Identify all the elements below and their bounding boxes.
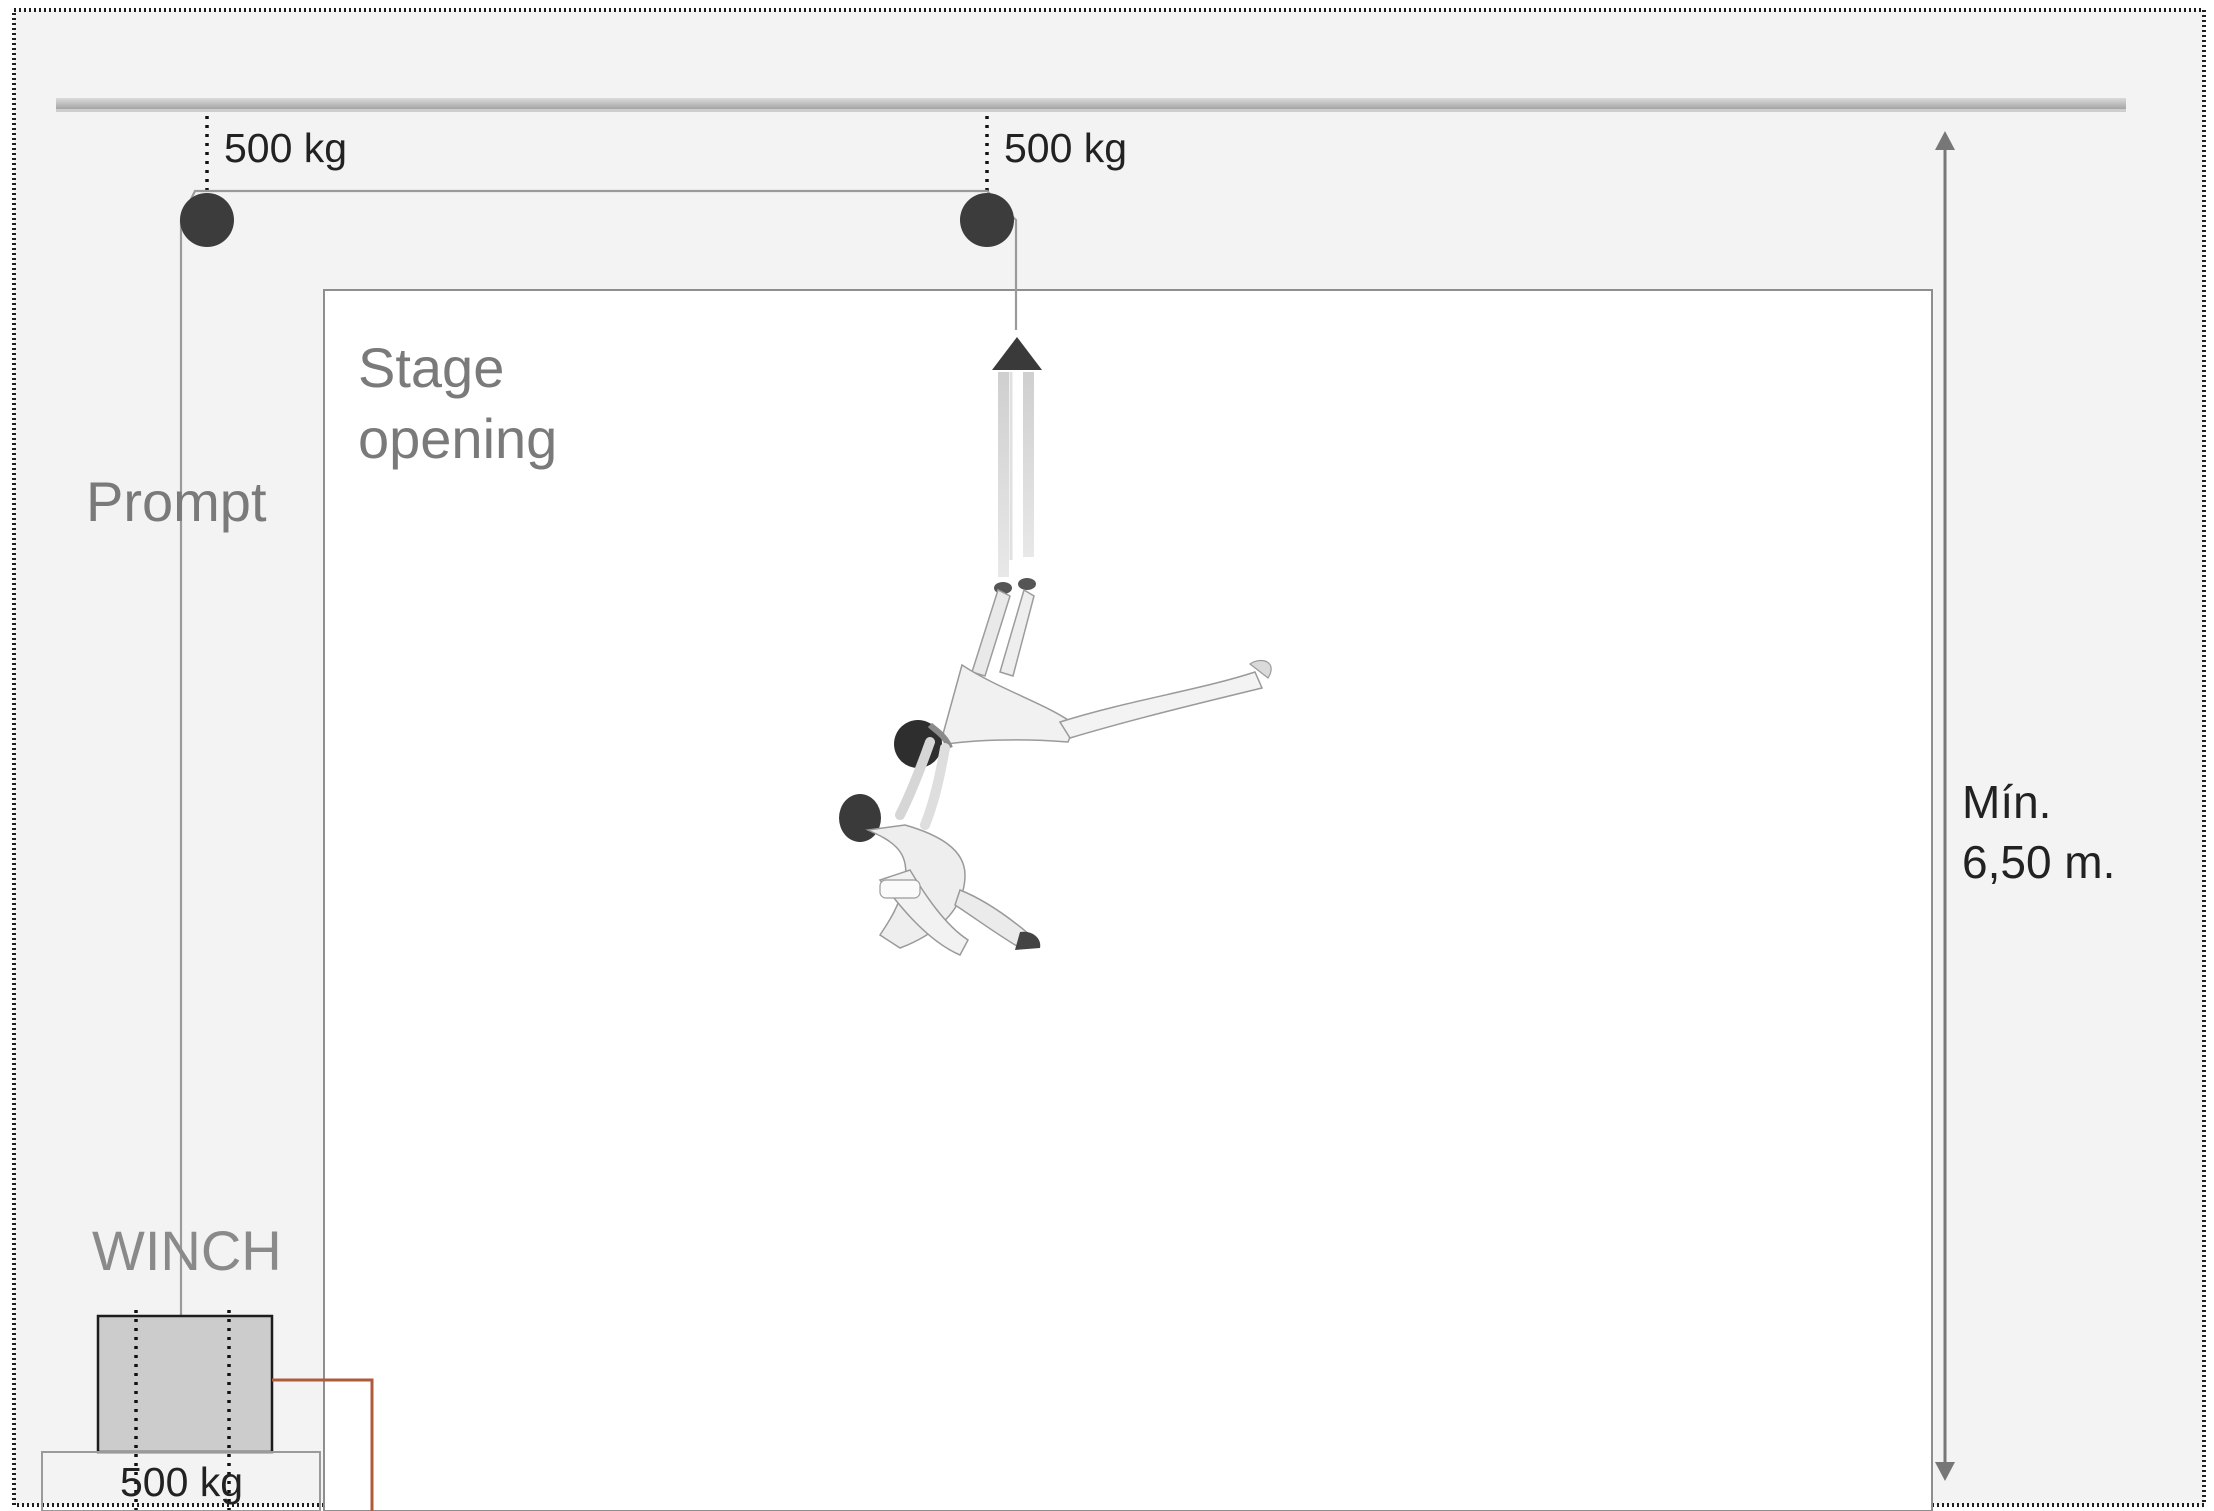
rigging-cable: [179, 189, 1018, 1320]
winch-base: [41, 1451, 321, 1511]
aerial-duo-figure: [839, 578, 1272, 956]
prompt-label: Prompt: [86, 470, 267, 533]
brake-line: [272, 1378, 374, 1511]
stage-opening: [323, 289, 1933, 1511]
height-dimension-arrow: [1935, 131, 1955, 1481]
load-label-top-center: 500 kg: [1004, 125, 1127, 171]
height-label-line1: Mín.: [1962, 776, 2051, 828]
ceiling-beam: [56, 98, 2126, 112]
height-label-line2: 6,50 m.: [1962, 836, 2115, 888]
apparatus-straps: [998, 372, 1034, 577]
rigging-point-center: [960, 193, 1014, 247]
apparatus-anchor: [992, 337, 1042, 370]
stage-label-line2: opening: [358, 407, 557, 470]
rigging-point-left: [180, 193, 234, 247]
winch-box: [96, 1314, 274, 1454]
load-label-top-left: 500 kg: [224, 125, 347, 171]
winch-label: WINCH: [92, 1219, 282, 1282]
load-label-winch: 500 kg: [120, 1459, 243, 1505]
stage-label-line1: Stage: [358, 336, 504, 399]
